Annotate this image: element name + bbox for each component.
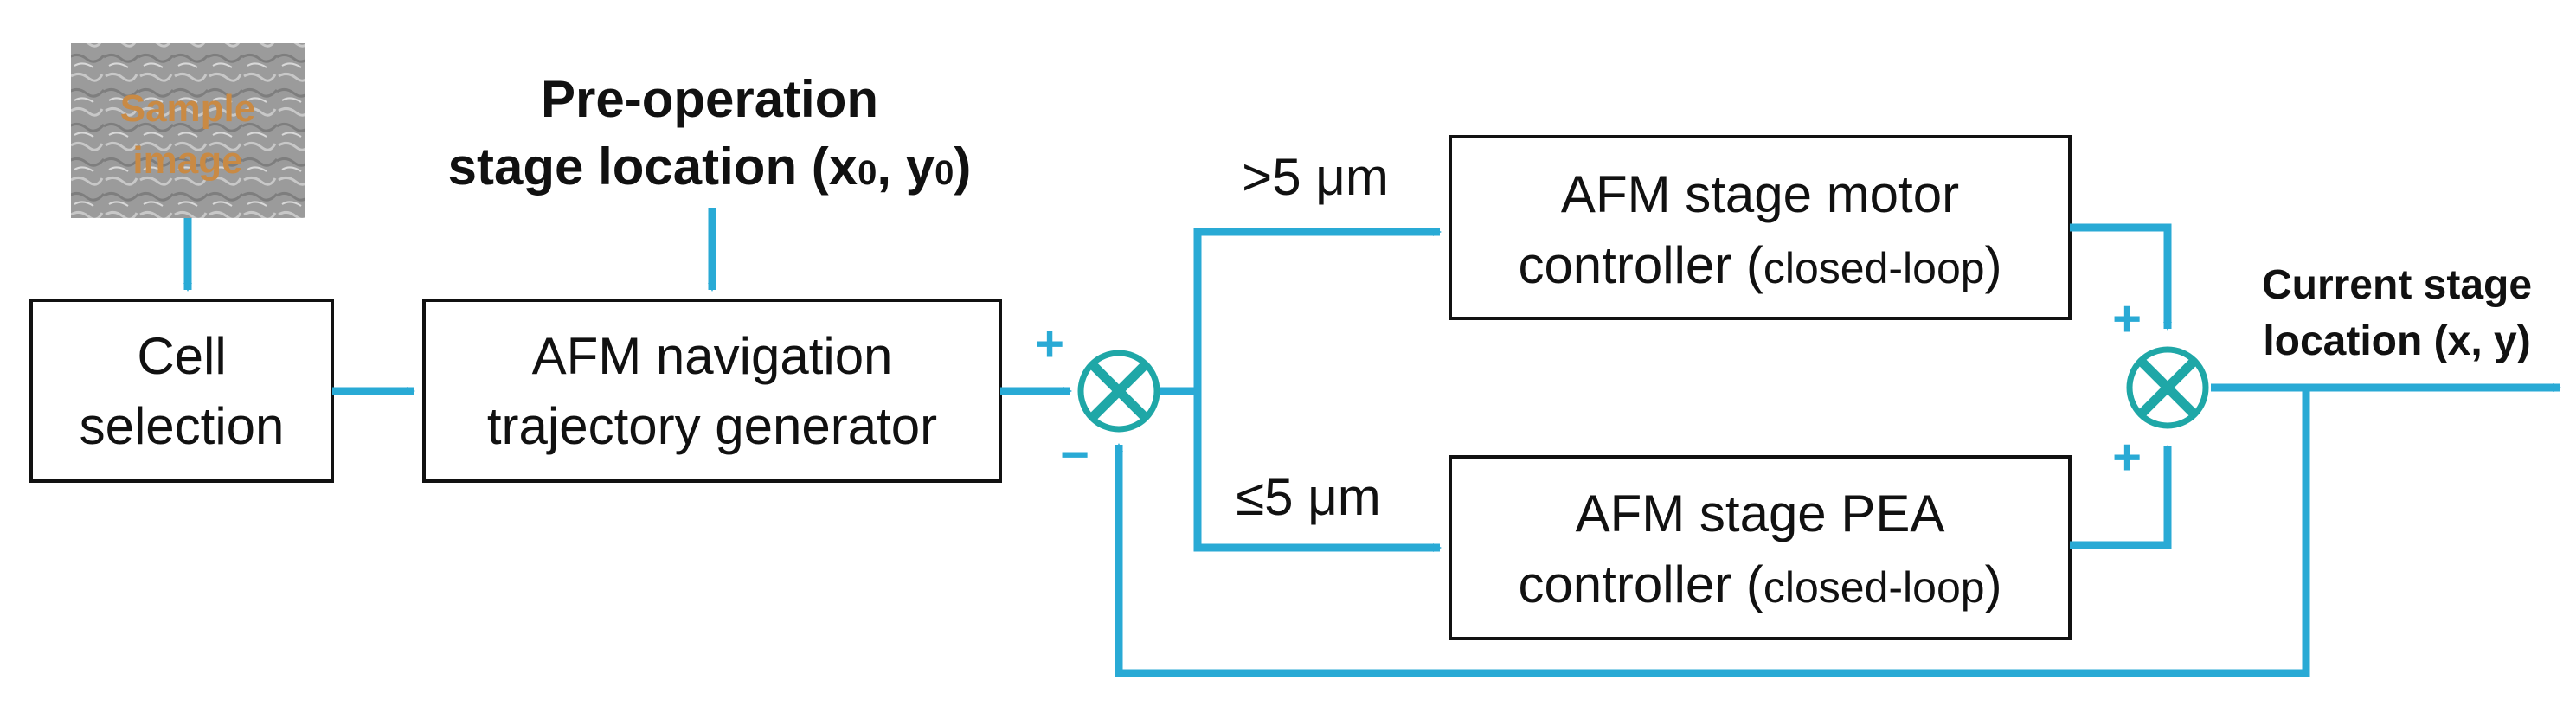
sum2-plus-bottom-sign: +: [2112, 429, 2142, 485]
pre-operation-label: Pre-operation stage location (x0, y0): [448, 70, 972, 196]
pea-controller-line2: controller (closed-loop): [1518, 555, 2001, 613]
signal-flow-lines: [183, 208, 2561, 677]
summing-junction-icon: [1077, 350, 1160, 433]
upper-branch-label: >5 μm: [1242, 148, 1389, 206]
motor-controller-line2: controller (closed-loop): [1518, 236, 2001, 294]
sum1-plus-sign: +: [1035, 316, 1064, 372]
cell-selection-line1: Cell: [137, 327, 226, 385]
cell-selection-line2: selection: [80, 397, 285, 455]
pea-to-sum2-arrow: [2070, 445, 2172, 549]
trajectory-generator-line2: trajectory generator: [487, 397, 937, 455]
trajectory-generator-line1: AFM navigation: [532, 327, 893, 385]
pea-controller-box: AFM stage PEA controller (closed-loop): [1449, 455, 2072, 640]
feedback-arrow: [1115, 388, 2310, 677]
sample-image-label-line2: image: [132, 139, 242, 182]
lower-branch-arrow: [1193, 391, 1442, 552]
cell-selection-box: Cell selection: [29, 299, 334, 483]
sample-image: Sample image: [71, 43, 305, 218]
trajectory-generator-box: AFM navigation trajectory generator: [422, 299, 1002, 483]
lower-branch-label: ≤5 μm: [1236, 468, 1381, 526]
motor-controller-line1: AFM stage motor: [1561, 165, 1959, 223]
sum2-plus-top-sign: +: [2112, 291, 2142, 347]
sum1-minus-sign: −: [1060, 427, 1089, 483]
pre-operation-line2: stage location (x0, y0): [448, 138, 972, 196]
sample-image-label-line1: Sample: [120, 87, 256, 130]
summing-junction-icon: [2126, 346, 2209, 429]
motor-controller-box: AFM stage motor controller (closed-loop): [1449, 135, 2072, 320]
pre-operation-line1: Pre-operation: [541, 70, 878, 128]
motor-to-sum2-arrow: [2070, 223, 2172, 331]
output-label-line1: Current stage: [2262, 262, 2532, 308]
upper-branch-arrow: [1193, 228, 1442, 391]
output-label-line2: location (x, y): [2263, 318, 2530, 364]
pea-controller-line1: AFM stage PEA: [1576, 485, 1945, 542]
